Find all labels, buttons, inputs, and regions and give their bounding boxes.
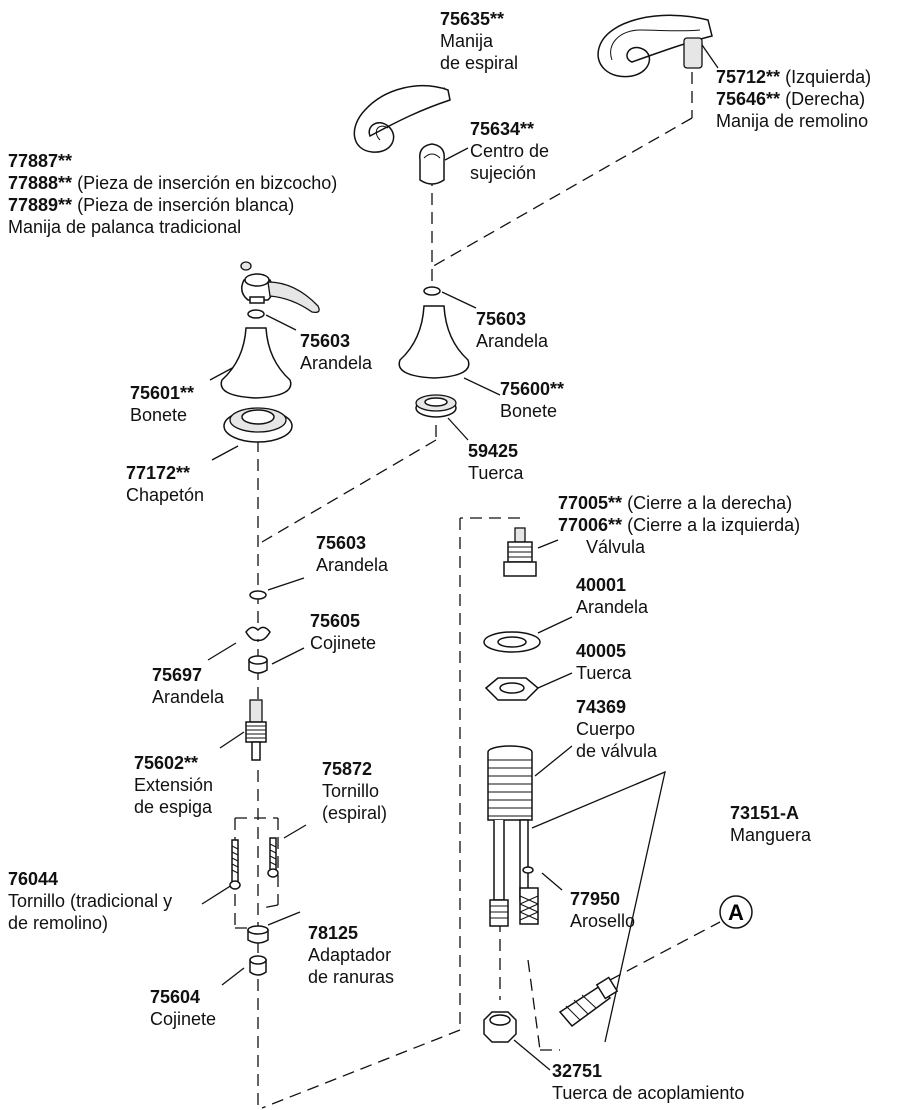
label-77172: 77172** Chapetón	[126, 463, 205, 505]
label-75603-a: 75603 Arandela	[300, 331, 373, 373]
label-75600: 75600** Bonete	[500, 379, 565, 421]
label-59425: 59425 Tuerca	[468, 441, 524, 483]
o-ring-drawing	[522, 866, 534, 874]
scroll-handle-drawing	[353, 85, 451, 153]
washer-75603-c-drawing	[249, 590, 267, 600]
coupling-nut-drawing	[483, 1011, 517, 1043]
washer-75603-a-drawing	[247, 309, 265, 319]
label-75601: 75601** Bonete	[130, 383, 195, 425]
valve-body-drawing	[487, 745, 533, 927]
label-75635: 75635** Manija de espiral	[440, 9, 519, 73]
escutcheon-drawing	[223, 407, 293, 443]
valve-cartridge-drawing	[503, 527, 537, 577]
swirl-handle-drawing	[597, 14, 713, 78]
label-40005: 40005 Tuerca	[576, 641, 632, 683]
callout-a: A	[719, 895, 753, 929]
stem-extension-drawing	[245, 699, 267, 761]
label-75872: 75872 Tornillo (espiral)	[322, 759, 388, 823]
washer-75603-b-drawing	[423, 286, 441, 296]
label-75603-b: 75603 Arandela	[476, 309, 549, 351]
label-73151-a: 73151-A Manguera	[730, 803, 812, 845]
label-76044: 76044 Tornillo (tradicional y de remolin…	[8, 869, 173, 933]
label-77950: 77950 Arosello	[570, 889, 636, 931]
washer-75697-drawing	[245, 626, 271, 642]
label-32751: 32751 Tuerca de acoplamiento	[552, 1061, 745, 1103]
screw-76044-drawing	[229, 839, 241, 890]
mounting-hub-drawing	[419, 143, 445, 185]
label-40001: 40001 Arandela	[576, 575, 649, 617]
nut-59425-drawing	[415, 394, 457, 418]
lever-handle-drawing	[240, 261, 320, 314]
label-74369: 74369 Cuerpo de válvula	[576, 697, 658, 761]
washer-40001-drawing	[483, 631, 541, 653]
label-75605: 75605 Cojinete	[310, 611, 377, 653]
callout-a-letter: A	[728, 900, 744, 925]
adapter-78125-drawing	[247, 925, 269, 944]
label-78125: 78125 Adaptador de ranuras	[308, 923, 395, 987]
bonnet-75600-drawing	[398, 305, 470, 379]
label-77005-77006: 77005** (Cierre a la derecha) 77006** (C…	[558, 493, 801, 557]
label-77887-77889: 77887** 77888** (Pieza de inserción en b…	[8, 151, 338, 237]
label-75634: 75634** Centro de sujeción	[470, 119, 550, 183]
label-75603-c: 75603 Arandela	[316, 533, 389, 575]
label-75712-75646: 75712** (Izquierda) 75646** (Derecha) Ma…	[716, 67, 872, 131]
bearing-75605-drawing	[248, 655, 268, 674]
label-75604: 75604 Cojinete	[150, 987, 217, 1029]
bonnet-75601-drawing	[220, 327, 292, 399]
hose-fitting-drawing	[519, 887, 619, 1028]
bearing-75604-drawing	[249, 955, 267, 976]
label-75602: 75602** Extensión de espiga	[134, 753, 214, 817]
nut-40005-drawing	[484, 677, 540, 701]
label-75697: 75697 Arandela	[152, 665, 225, 707]
screw-75872-drawing	[267, 837, 279, 878]
